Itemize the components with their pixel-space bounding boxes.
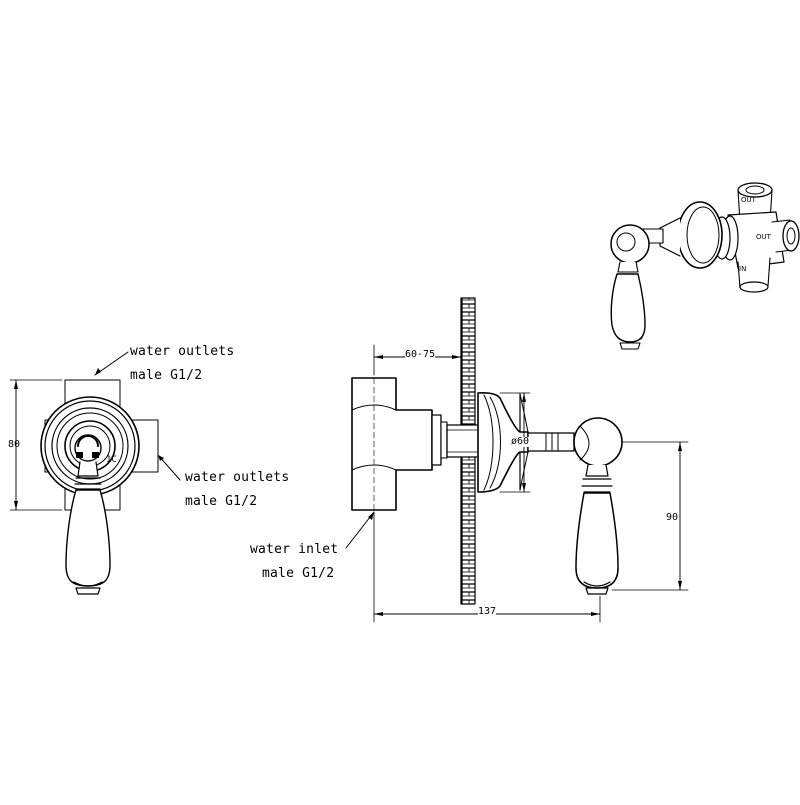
iso-lever-handle: [611, 274, 645, 342]
iso-flange: [678, 202, 722, 268]
iso-out-top-label: OUT: [741, 197, 756, 204]
front-small-mark: 1C: [106, 456, 117, 465]
front-view: [10, 352, 180, 594]
lever-height-dim-label: 90: [666, 513, 678, 523]
wall-depth-dim-label: 60-75: [405, 350, 435, 360]
iso-in-label: IN: [739, 266, 746, 273]
front-lever-neck: [78, 462, 98, 476]
iso-out-right-label: OUT: [756, 234, 771, 241]
flange-dia-dim-label: ø60: [511, 437, 529, 447]
front-outlets-top-line2: male G1/2: [130, 369, 202, 382]
inlet-label-line1: water inlet: [250, 543, 338, 556]
front-outlets-right-line1: water outlets: [185, 471, 289, 484]
front-height-dim-label: 80: [8, 440, 20, 450]
overall-length-dim-label: 137: [478, 607, 496, 617]
side-view: [346, 298, 688, 622]
side-lever-handle: [576, 493, 618, 588]
front-lever-handle: [66, 490, 110, 586]
side-spindle: [528, 433, 574, 451]
front-outlets-top-line1: water outlets: [130, 345, 234, 358]
side-valve-body: [352, 378, 432, 510]
inlet-label-line2: male G1/2: [262, 567, 334, 580]
iso-view: [611, 183, 799, 349]
iso-ball: [611, 225, 649, 263]
front-outlets-right-line2: male G1/2: [185, 495, 257, 508]
